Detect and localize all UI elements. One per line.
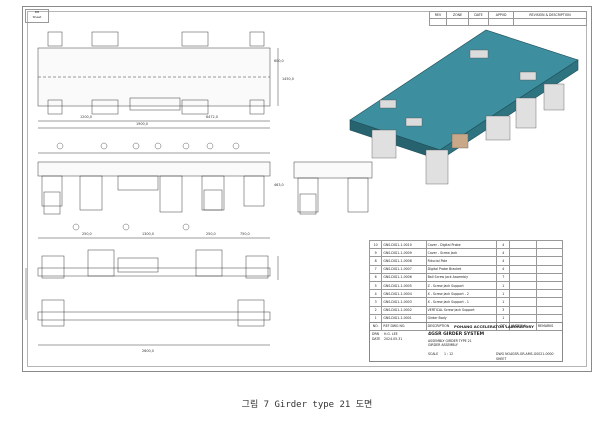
dwg-number: 4GSR-GR-AMS-G0021-0000 — [510, 352, 554, 356]
date-label: DATE — [372, 337, 381, 341]
dim-bottom-total: 2600,0 — [142, 349, 154, 353]
balloon — [100, 142, 108, 150]
date-value: 2024.05.31 — [384, 337, 403, 341]
scale-label: SCALE — [428, 352, 439, 356]
dim-plan-inner: 600,0 — [274, 59, 284, 63]
balloon — [182, 223, 190, 231]
dim-bottom-3: 250,0 — [206, 232, 216, 236]
dim-side-height: 463,0 — [274, 183, 284, 187]
drawing-frame — [27, 11, 587, 367]
scale-value: 1 : 12 — [444, 352, 454, 356]
balloons — [56, 142, 240, 231]
balloon — [206, 142, 214, 150]
drawn-by: H.G. LEE — [384, 332, 398, 336]
side-view — [37, 152, 373, 215]
balloon — [56, 142, 64, 150]
dim-plan-right: 6472,0 — [206, 115, 218, 119]
dim-bottom-2: 1300,0 — [142, 232, 154, 236]
balloon — [232, 142, 240, 150]
plan-view — [37, 31, 279, 129]
isometric-girder — [349, 29, 579, 185]
dim-bottom-1: 250,0 — [82, 232, 92, 236]
balloon — [154, 142, 162, 150]
dim-plan-left: 1200,0 — [80, 115, 92, 119]
drawn-label: DRN — [372, 332, 380, 336]
balloon — [72, 223, 80, 231]
sheet-label: SHEET — [496, 357, 507, 361]
balloon — [122, 223, 130, 231]
drawing-title: 4GSR GIRDER SYSTEM — [428, 332, 485, 337]
drawing-subtitle-1: ASSEMBLY GIRDER TYPE 21 — [428, 339, 472, 343]
balloon — [182, 142, 190, 150]
balloon — [132, 142, 140, 150]
bottom-view — [25, 237, 279, 346]
dim-bottom-4: 750,0 — [240, 232, 250, 236]
drawing-subtitle-2: GIRDER ASSEMBLY — [428, 343, 458, 347]
dimension-labels: 1900,0 1200,0 6472,0 1450,0 600,0 463,0 … — [80, 59, 294, 353]
corner-tag: DR Sheet — [25, 9, 49, 23]
dim-plan-width: 1900,0 — [136, 122, 148, 126]
figure-caption: 그림 7 Girder type 21 도면 — [241, 400, 373, 410]
bom-header: NO. REF DWG NO. DESCRIPTION QTY MATERIAL… — [368, 321, 564, 332]
revision-table: REV ZONE DATE APPVD REVISION & DESCRIPTI… — [428, 11, 587, 26]
title-block: POHANG ACCELERATOR LABORATORY 4GSR GIRDE… — [369, 322, 563, 362]
dwg-label: DWG NO. — [496, 352, 511, 356]
dim-plan-height: 1450,0 — [282, 77, 294, 81]
company-name: POHANG ACCELERATOR LABORATORY — [454, 324, 534, 329]
